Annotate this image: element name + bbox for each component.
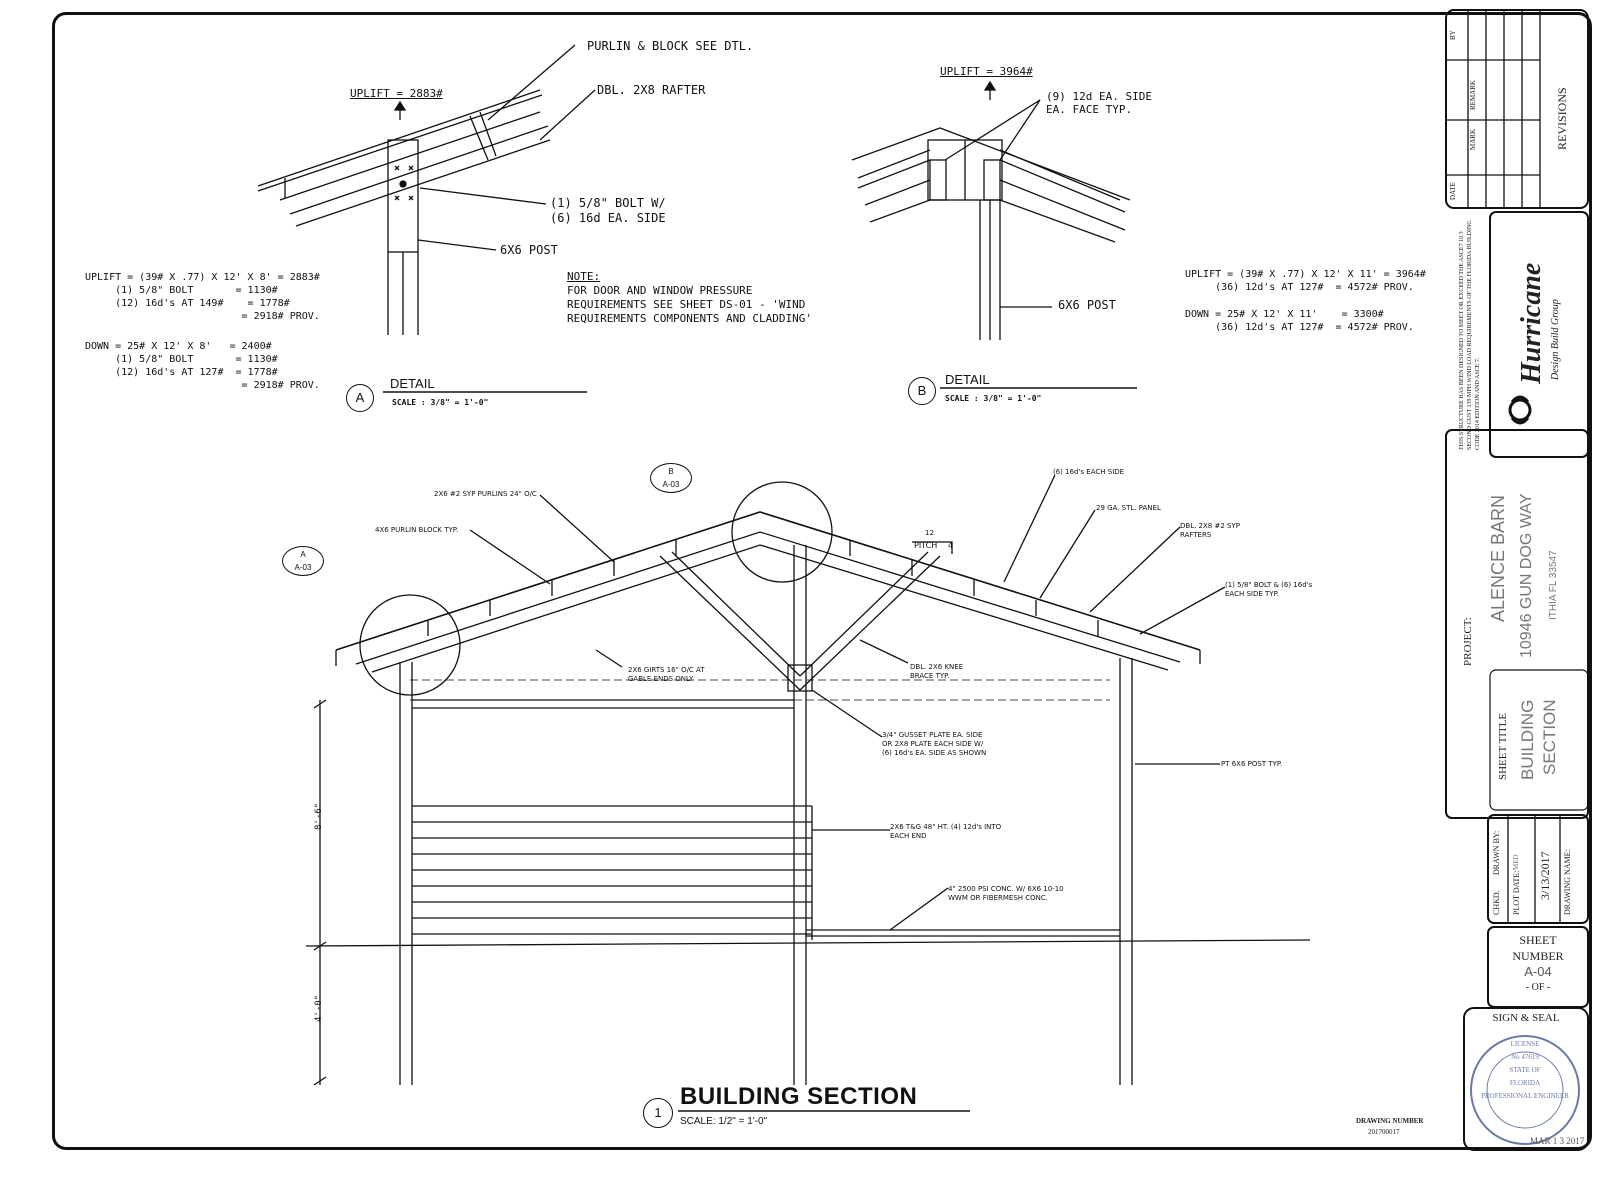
label-purlins: 2X6 #2 SYP PURLINS 24" O/C — [434, 490, 537, 498]
plot-date-value: 3/13/2017 — [1538, 851, 1552, 900]
detail-b-bubble: B — [908, 377, 936, 405]
project-city: ITHIA FL 33547 — [1548, 550, 1559, 620]
section-ref-a-bottom: A-03 — [294, 563, 312, 572]
pitch-rise: 12 — [925, 529, 934, 537]
rev-col-mark: MARK — [1469, 128, 1477, 150]
project-label: PROJECT: — [1462, 617, 1474, 666]
detail-b-scale: SCALE : 3/8" = 1'-0" — [945, 394, 1042, 403]
section-ref-a-top: A — [300, 550, 306, 559]
pitch-run: 4 — [948, 541, 954, 550]
detail-b-down-calc: DOWN = 25# X 12' X 11' = 3300# (36) 12d'… — [1185, 309, 1414, 333]
label-rafters: DBL. 2X8 #2 SYP RAFTERS — [1180, 522, 1240, 539]
detail-a-uplift-calc: UPLIFT = (39# X .77) X 12' X 8' = 2883# … — [85, 272, 320, 322]
detail-a-rafter-callout: DBL. 2X8 RAFTER — [597, 83, 706, 97]
revisions-label: REVISIONS — [1555, 87, 1569, 150]
label-slab: 4" 2500 PSI CONC. W/ 6X6 10-10 WWM OR FI… — [948, 885, 1064, 902]
detail-b-nail-note: (9) 12d EA. SIDE EA. FACE TYP. — [1046, 90, 1152, 116]
label-post: PT 6X6 POST TYP. — [1221, 760, 1283, 768]
sheet-number-block: SHEET NUMBER A-04 - OF - — [1488, 932, 1588, 996]
section-ref-b-top: B — [668, 467, 674, 476]
rev-col-by: BY — [1449, 30, 1457, 40]
project-address: 10946 GUN DOG WAY — [1518, 493, 1535, 659]
drawn-by-value: MED — [1512, 854, 1520, 870]
sheet-title-line1: BUILDING — [1518, 699, 1537, 780]
stamp-date: MAR 1 3 2017 — [1530, 1136, 1585, 1146]
detail-b-uplift-calc: UPLIFT = (39# X .77) X 12' X 11' = 3964#… — [1185, 269, 1426, 293]
number-label: NUMBER — [1512, 949, 1564, 963]
engineer-seal: LICENSE No 47619 STATE OF FLORIDA PROFES… — [1471, 1038, 1579, 1103]
sheet-label: SHEET — [1519, 933, 1557, 947]
sign-seal-label: SIGN & SEAL — [1492, 1012, 1560, 1024]
label-panel: 29 GA. STL. PANEL — [1096, 504, 1161, 512]
drawn-by-label: DRAWN BY: — [1492, 830, 1501, 875]
sheet-number: A-04 — [1524, 964, 1552, 979]
detail-a-drawing — [257, 44, 596, 335]
company-name: Hurricane — [1516, 262, 1547, 384]
drawing-number: 201700017 — [1368, 1128, 1400, 1136]
detail-a-bubble: A — [346, 384, 374, 412]
building-section-drawing — [305, 474, 1311, 1086]
detail-a-bolt-note: (1) 5/8" BOLT W/ (6) 16d EA. SIDE — [550, 196, 666, 225]
sheet-title-label: SHEET TITLE — [1497, 712, 1509, 780]
chkd-label: CHKD. — [1492, 890, 1501, 915]
drawing-number-label: DRAWING NUMBER — [1356, 1117, 1424, 1125]
pitch-label: PITCH — [914, 541, 938, 550]
seal-pe: PROFESSIONAL ENGINEER — [1481, 1092, 1569, 1100]
section-bubble: 1 — [643, 1098, 673, 1128]
label-tg: 2X6 T&G 48" HT. (4) 12d's INTO EACH END — [890, 823, 1002, 840]
section-scale: SCALE: 1/2" = 1'-0" — [680, 1116, 768, 1127]
note-heading: NOTE: — [567, 270, 601, 283]
section-title: BUILDING SECTION — [680, 1083, 918, 1110]
detail-b-uplift-label: UPLIFT = 3964# — [940, 65, 1033, 78]
section-ref-a: A A-03 — [282, 546, 324, 576]
drawing-name-label: DRAWING NAME: — [1563, 849, 1572, 915]
detail-a-uplift-label: UPLIFT = 2883# — [350, 87, 443, 100]
seal-state: STATE OF — [1509, 1066, 1541, 1074]
label-bolt: (1) 5/8" BOLT & (6) 16d's EACH SIDE TYP. — [1225, 581, 1313, 598]
company-subtitle: Design Build Group — [1550, 299, 1561, 380]
title-block-frames — [1445, 9, 1589, 1151]
detail-a-title: DETAIL — [390, 376, 435, 391]
section-ref-b: B A-03 — [650, 463, 692, 493]
of-label: - OF - — [1525, 982, 1551, 993]
project-name: ALENCE BARN — [1488, 494, 1508, 622]
detail-a-down-calc: DOWN = 25# X 12' X 8' = 2400# (1) 5/8" B… — [85, 341, 320, 391]
dim-lower: 4'-0" — [314, 994, 324, 1022]
label-girts: 2X6 GIRTS 16" O/C AT GABLE ENDS ONLY — [628, 666, 705, 683]
seal-no: No 47619 — [1511, 1053, 1539, 1061]
detail-b-drawing — [851, 80, 1131, 340]
note-body: FOR DOOR AND WINDOW PRESSURE REQUIREMENT… — [567, 284, 813, 325]
label-knee: DBL. 2X6 KNEE BRACE TYP. — [910, 663, 964, 680]
design-note: THIS STRUCTURE HAS BEEN DESIGNED TO MEET… — [1459, 220, 1481, 450]
label-gusset: 3/4" GUSSET PLATE EA. SIDE OR 2X8 PLATE … — [882, 731, 987, 757]
detail-b-title: DETAIL — [945, 372, 990, 387]
detail-b-post-label: 6X6 POST — [1058, 298, 1116, 312]
detail-a-post-label: 6X6 POST — [500, 243, 558, 257]
seal-license: LICENSE — [1510, 1040, 1540, 1048]
rev-col-date: DATE — [1449, 182, 1457, 200]
label-purlin-block: 4X6 PURLIN BLOCK TYP. — [375, 526, 459, 534]
label-each-side: (6) 16d's EACH SIDE — [1053, 468, 1125, 476]
rev-col-remark: REMARK — [1469, 80, 1477, 110]
dim-upper: 8'-6" — [314, 802, 324, 830]
drawing-sheet-border — [52, 12, 1592, 1150]
sheet-title-line2: SECTION — [1540, 699, 1559, 775]
detail-a-purlin-callout: PURLIN & BLOCK SEE DTL. — [587, 39, 754, 53]
plot-date-label: PLOT DATE: — [1512, 870, 1521, 915]
seal-florida: FLORIDA — [1509, 1079, 1541, 1087]
section-ref-b-bottom: A-03 — [662, 480, 680, 489]
detail-a-scale: SCALE : 3/8" = 1'-0" — [392, 398, 489, 407]
